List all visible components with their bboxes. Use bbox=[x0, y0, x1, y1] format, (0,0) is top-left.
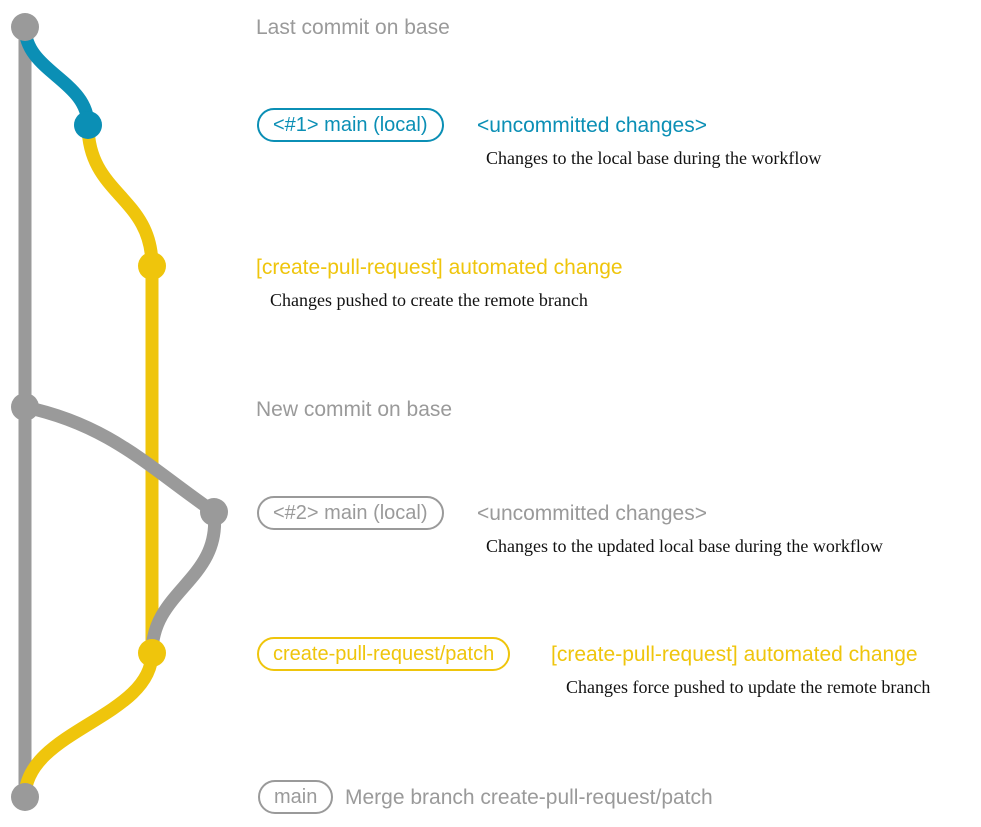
branch-pill-create-pull-request-patch[interactable]: create-pull-request/patch bbox=[257, 637, 511, 671]
commit-node-local-uncommitted-1[interactable] bbox=[74, 111, 102, 139]
edge-patch2-to-merge bbox=[18, 646, 159, 804]
commit-subtext-automated-change-update: Changes force pushed to update the remot… bbox=[566, 677, 931, 697]
commit-node-last-commit-on-base[interactable] bbox=[11, 13, 39, 41]
commit-headline-last-commit-on-base: Last commit on base bbox=[256, 16, 450, 39]
commit-node-automated-change-create[interactable] bbox=[138, 252, 166, 280]
commit-subtext-automated-change-create: Changes pushed to create the remote bran… bbox=[270, 290, 588, 310]
commit-subtext-uncommitted-1: Changes to the local base during the wor… bbox=[486, 148, 822, 168]
edge-local2-to-patch2 bbox=[145, 505, 222, 660]
commit-node-automated-change-update[interactable] bbox=[138, 639, 166, 667]
commit-headline-uncommitted-1: <uncommitted changes> bbox=[477, 114, 707, 137]
edge-base2-to-local2 bbox=[18, 400, 221, 519]
branch-pill-main-local-2[interactable]: <#2> main (local) bbox=[257, 496, 444, 530]
commit-node-local-uncommitted-2[interactable] bbox=[200, 498, 228, 526]
commit-headline-automated-change-update: [create-pull-request] automated change bbox=[551, 643, 918, 666]
commit-node-new-commit-on-base[interactable] bbox=[11, 393, 39, 421]
edge-local1-to-patch1 bbox=[81, 118, 159, 273]
commit-headline-automated-change-create: [create-pull-request] automated change bbox=[256, 256, 623, 279]
commit-headline-new-commit-on-base: New commit on base bbox=[256, 398, 453, 421]
commit-node-merge-branch[interactable] bbox=[11, 783, 39, 811]
commit-headline-merge-branch: Merge branch create-pull-request/patch bbox=[345, 786, 713, 809]
commit-subtext-uncommitted-2: Changes to the updated local base during… bbox=[486, 536, 883, 556]
commit-headline-uncommitted-2: <uncommitted changes> bbox=[477, 502, 707, 525]
edge-base-to-local1 bbox=[18, 20, 95, 132]
branch-pill-main[interactable]: main bbox=[258, 780, 334, 814]
branch-pill-main-local-1[interactable]: <#1> main (local) bbox=[257, 108, 444, 142]
